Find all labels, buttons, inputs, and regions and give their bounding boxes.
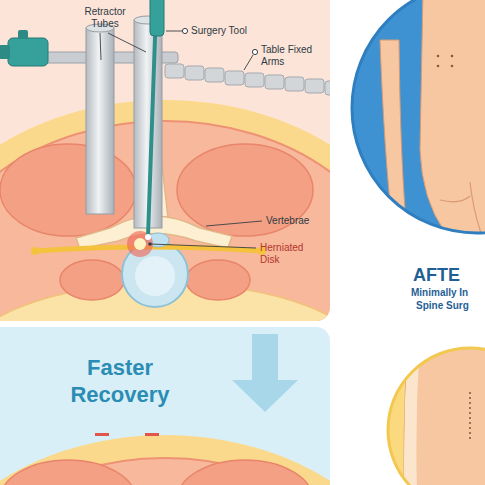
nerve-end [31,247,39,255]
arm-segment [325,81,330,95]
muscle-lobe [0,144,136,236]
panel-heading: Faster Recovery [38,354,202,409]
vertebral-core [135,256,175,296]
muscle-lobe [0,460,136,485]
torso [404,340,485,485]
incision-dot [437,55,440,58]
incision-mark [145,433,159,436]
psoas-muscle [186,260,250,300]
section-subheading: Minimally In [411,287,468,299]
part-label: Retractor Tubes [76,6,134,29]
side-shade [404,340,420,485]
leader-lines [100,31,262,248]
part-label: Surgery Tool [191,25,247,37]
muscle-layer [0,121,330,321]
arm-segment [225,71,244,85]
arm-segment [265,75,284,89]
traditional-back-view [388,340,485,485]
arm [380,40,406,222]
surgery-tool-tip [145,234,151,240]
leader-dot [148,242,152,246]
part-label: Herniated Disk [260,242,320,265]
herniation-glow [127,231,153,257]
endoscope-knob [18,30,28,39]
surgery-tool-shaft [148,10,156,236]
arrow-shaft [252,334,278,380]
section-subheading: Spine Surg [416,300,469,312]
recovery-panel-art [0,327,330,485]
incision-dot [451,55,454,58]
arm-segment [165,64,184,78]
circle-ring [352,0,485,233]
incision-dot [451,65,454,68]
buttock-line [470,182,482,236]
leader-line [244,55,253,70]
herniation-core [134,238,146,250]
table-fixed-arm [165,64,330,95]
incision-line [469,392,471,440]
arm-segment [305,79,324,93]
leader-line [150,244,256,248]
incision-dot [437,65,440,68]
leader-line [100,33,101,60]
endoscope-body [8,38,48,66]
buttock-line [440,196,470,202]
circle-ring [388,348,485,485]
surgery-panel [0,0,330,321]
skin-layer [0,435,330,485]
leader-line [108,33,146,52]
psoas-muscle [60,260,124,300]
incision-mark [95,433,109,436]
surgery-tool-handle [150,0,164,36]
muscle-lobe [177,144,313,236]
arm-segment [285,77,304,91]
muscle-layer [0,458,330,485]
leader-line [206,221,262,226]
arm-segment [185,66,204,80]
arrow-head [232,380,298,412]
after-back-view [352,0,485,240]
arm-segment [245,73,264,87]
torso [420,0,485,240]
part-label: Vertebrae [266,215,309,227]
arm-segment [205,68,224,82]
recovery-panel: Faster Recovery [38,343,202,419]
leader-marker [182,28,187,33]
leader-line [166,31,182,32]
retractor-tube [86,28,114,214]
section-heading: AFTE [413,265,460,286]
skin-layer [0,100,330,321]
part-label: Table Fixed Arms [261,44,323,67]
muscle-lobe [177,460,313,485]
endoscope-knob [0,45,10,59]
leader-marker [252,49,257,54]
